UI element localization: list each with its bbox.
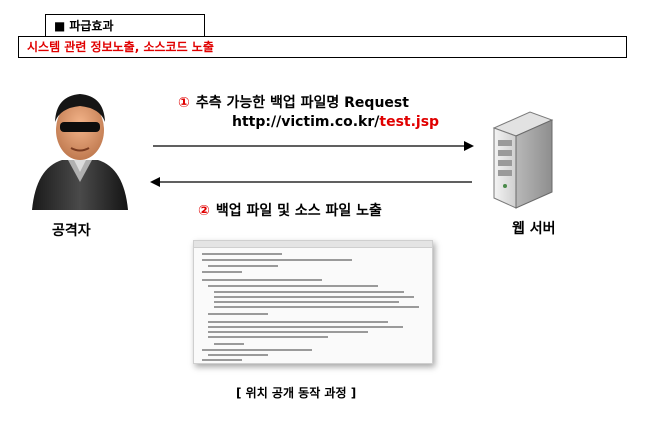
server-label: 웹 서버 [512,221,556,237]
attacker-icon [32,94,128,210]
url-base: http://victim.co.kr/ [232,114,380,130]
impact-text: 시스템 관련 정보노출, 소스코드 노출 [18,36,627,58]
step1-number: ① [178,95,190,111]
section-tab-title: 파급효과 [69,19,114,33]
request-arrowhead [464,141,474,151]
step2-text: ② 백업 파일 및 소스 파일 노출 [198,200,382,220]
section-tab: ■파급효과 [45,14,205,36]
step2-label: 백업 파일 및 소스 파일 노출 [215,203,382,219]
screenshot-menubar [194,241,432,248]
diagram-caption: [ 위치 공개 동작 과정 ] [236,386,357,400]
step1-label: 추측 가능한 백업 파일명 Request [195,95,409,111]
response-arrowhead [150,177,160,187]
web-server-icon [492,111,554,209]
request-url: http://victim.co.kr/test.jsp [232,114,439,130]
source-code-screenshot [193,240,433,364]
step1-text: ① 추측 가능한 백업 파일명 Request [178,92,409,112]
step2-number: ② [198,203,210,219]
square-bullet-icon: ■ [54,19,66,33]
url-file: test.jsp [379,114,440,130]
attacker-label: 공격자 [52,223,91,239]
